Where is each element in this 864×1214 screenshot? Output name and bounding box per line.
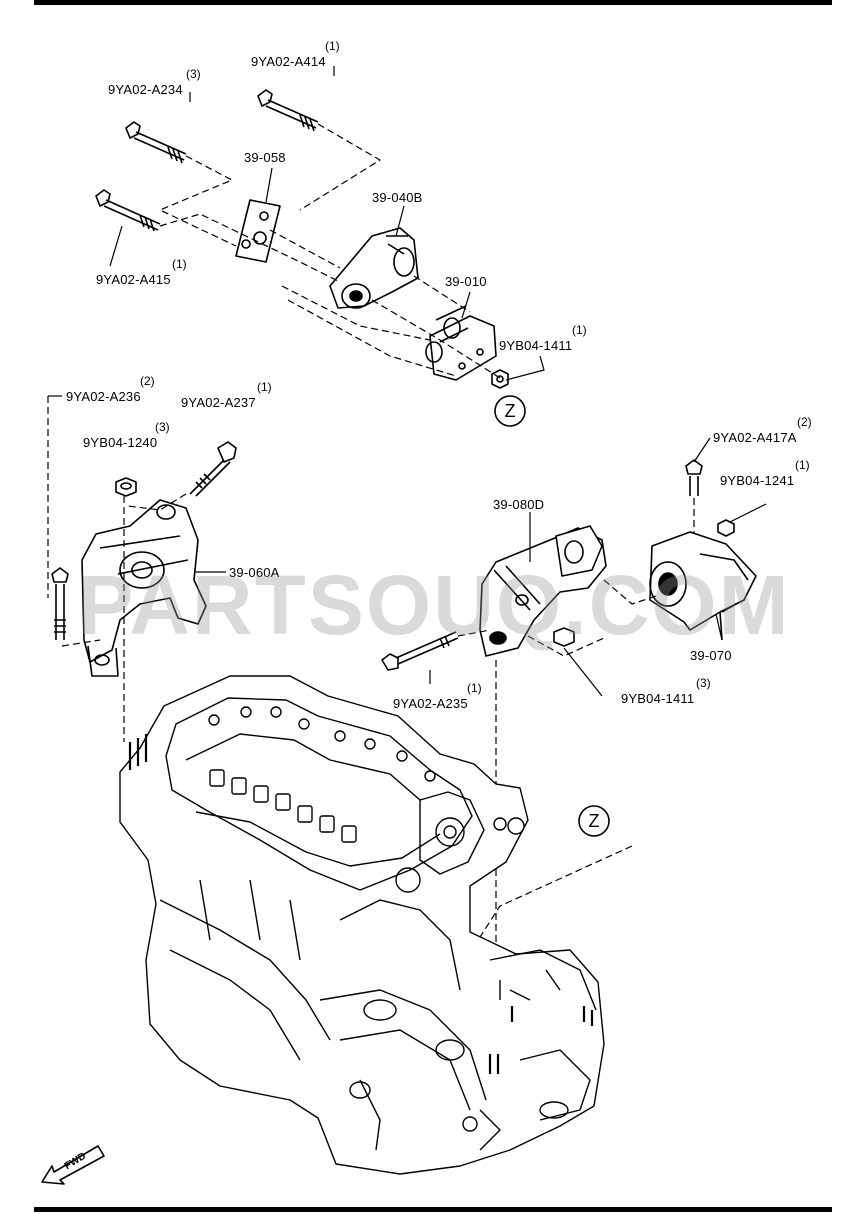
ref-marker-z-top <box>494 395 526 427</box>
fwd-arrow: FWD <box>38 1140 110 1188</box>
fwd-arrow-icon <box>41 1145 105 1185</box>
mount-39-070 <box>649 531 757 641</box>
bracket-39-080d <box>479 525 607 657</box>
label-9ya02-a236: 9YA02-A236 <box>66 389 141 404</box>
qty-9ya02-a414: (1) <box>325 39 340 53</box>
label-9yb04-1241: 9YB04-1241 <box>720 473 795 488</box>
label-9ya02-a235: 9YA02-A235 <box>393 696 468 711</box>
bolt-9ya02-a417a <box>685 459 703 496</box>
qty-9yb04-1411-top: (1) <box>572 323 587 337</box>
engine-transaxle-assembly <box>119 675 605 1175</box>
label-39-058: 39-058 <box>244 150 286 165</box>
qty-9ya02-a415: (1) <box>172 257 187 271</box>
top-rule <box>34 0 832 5</box>
label-9ya02-a417a: 9YA02-A417A <box>713 430 797 445</box>
qty-9ya02-a417a: (2) <box>797 415 812 429</box>
label-39-040b: 39-040B <box>372 190 423 205</box>
qty-9yb04-1411-right: (3) <box>696 676 711 690</box>
label-39-010: 39-010 <box>445 274 487 289</box>
ref-marker-z-lower-text: Z <box>588 811 600 831</box>
label-9yb04-1240: 9YB04-1240 <box>83 435 158 450</box>
qty-9ya02-a234: (3) <box>186 67 201 81</box>
ref-marker-z-lower <box>578 805 610 837</box>
nut-9yb04-1240 <box>115 477 137 497</box>
bolt-9ya02-a236 <box>51 567 69 640</box>
bolt-9ya02-a235 <box>381 631 459 671</box>
label-9ya02-a415: 9YA02-A415 <box>96 272 171 287</box>
label-39-080d: 39-080D <box>493 497 545 512</box>
label-9ya02-a237: 9YA02-A237 <box>181 395 256 410</box>
mount-39-040b <box>329 227 419 309</box>
bolt-9ya02-a234 <box>125 121 187 164</box>
ref-marker-z-top-text: Z <box>504 401 516 421</box>
watermark: PARTSOUQ.COM <box>77 558 791 652</box>
label-9yb04-1411-top: 9YB04-1411 <box>499 338 573 353</box>
qty-9yb04-1241: (1) <box>795 458 810 472</box>
bracket-39-010 <box>425 305 497 381</box>
nut-9yb04-1411-top <box>491 369 509 389</box>
bolt-9ya02-a414 <box>257 89 319 132</box>
qty-9ya02-a237: (1) <box>257 380 272 394</box>
bottom-rule <box>34 1207 832 1212</box>
bracket-39-058 <box>235 199 281 263</box>
nut-9yb04-1241 <box>717 519 735 537</box>
bolt-9ya02-a237 <box>189 441 237 497</box>
mount-39-060a <box>81 499 207 677</box>
bolt-9ya02-a415 <box>95 189 161 232</box>
label-9ya02-a234: 9YA02-A234 <box>108 82 183 97</box>
label-9ya02-a414: 9YA02-A414 <box>251 54 326 69</box>
qty-9yb04-1240: (3) <box>155 420 170 434</box>
label-39-060a: 39-060A <box>229 565 280 580</box>
label-39-070: 39-070 <box>690 648 732 663</box>
qty-9ya02-a235: (1) <box>467 681 482 695</box>
label-9yb04-1411-right: 9YB04-1411 <box>621 691 695 706</box>
qty-9ya02-a236: (2) <box>140 374 155 388</box>
nut-9yb04-1411-right <box>553 627 575 647</box>
